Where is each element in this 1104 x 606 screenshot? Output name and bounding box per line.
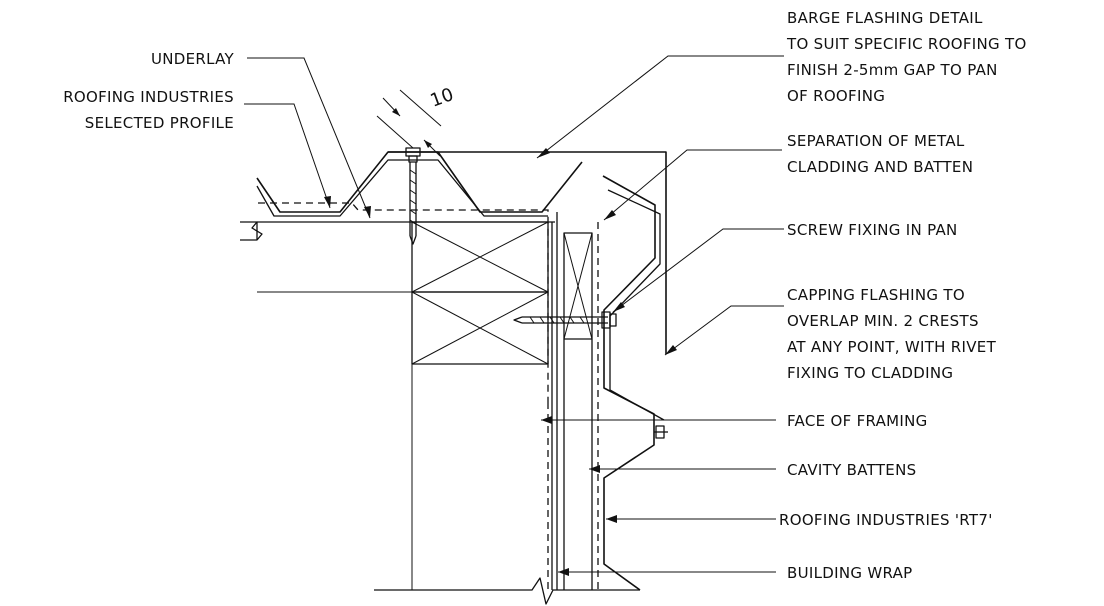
cavity-batten bbox=[563, 222, 599, 590]
label-barge-3: FINISH 2-5mm GAP TO PAN bbox=[787, 61, 998, 79]
barge-flashing bbox=[388, 151, 667, 590]
roof-screw bbox=[405, 147, 421, 245]
base-line bbox=[374, 577, 640, 605]
label-rt7: ROOFING INDUSTRIES 'RT7' bbox=[779, 511, 993, 529]
label-face-of-framing: FACE OF FRAMING bbox=[787, 412, 928, 430]
label-capping-2: OVERLAP MIN. 2 CRESTS bbox=[787, 312, 979, 330]
label-capping-4: FIXING TO CLADDING bbox=[787, 364, 953, 382]
roof-sheet-profile bbox=[256, 151, 583, 217]
cladding-screw bbox=[513, 311, 617, 329]
label-roofing-profile-1: ROOFING INDUSTRIES bbox=[63, 88, 234, 106]
underlay-line bbox=[258, 202, 549, 402]
label-barge-2: TO SUIT SPECIFIC ROOFING TO bbox=[786, 35, 1027, 53]
label-capping-3: AT ANY POINT, WITH RIVET bbox=[787, 338, 997, 356]
roof-deck bbox=[240, 221, 555, 241]
label-building-wrap: BUILDING WRAP bbox=[787, 564, 913, 582]
label-underlay: UNDERLAY bbox=[151, 50, 235, 68]
label-barge-1: BARGE FLASHING DETAIL bbox=[787, 9, 983, 27]
label-roofing-profile-2: SELECTED PROFILE bbox=[85, 114, 234, 132]
rafter-lines bbox=[257, 222, 413, 590]
label-cavity-battens: CAVITY BATTENS bbox=[787, 461, 916, 479]
framing-block-upper bbox=[411, 221, 549, 293]
label-dimension: 10 bbox=[428, 84, 457, 112]
leader-lines bbox=[244, 55, 784, 576]
label-screw: SCREW FIXING IN PAN bbox=[787, 221, 958, 239]
annotation-labels: UNDERLAY ROOFING INDUSTRIES SELECTED PRO… bbox=[63, 9, 1026, 582]
label-separation-2: CLADDING AND BATTEN bbox=[787, 158, 973, 176]
rivet bbox=[654, 425, 668, 439]
dimension-10 bbox=[376, 89, 442, 157]
label-barge-4: OF ROOFING bbox=[787, 87, 885, 105]
framing-block-lower bbox=[411, 291, 549, 365]
label-capping-1: CAPPING FLASHING TO bbox=[787, 286, 965, 304]
fascia-lines bbox=[547, 222, 553, 590]
rt7-cladding bbox=[602, 175, 665, 591]
label-separation-1: SEPARATION OF METAL bbox=[787, 132, 965, 150]
